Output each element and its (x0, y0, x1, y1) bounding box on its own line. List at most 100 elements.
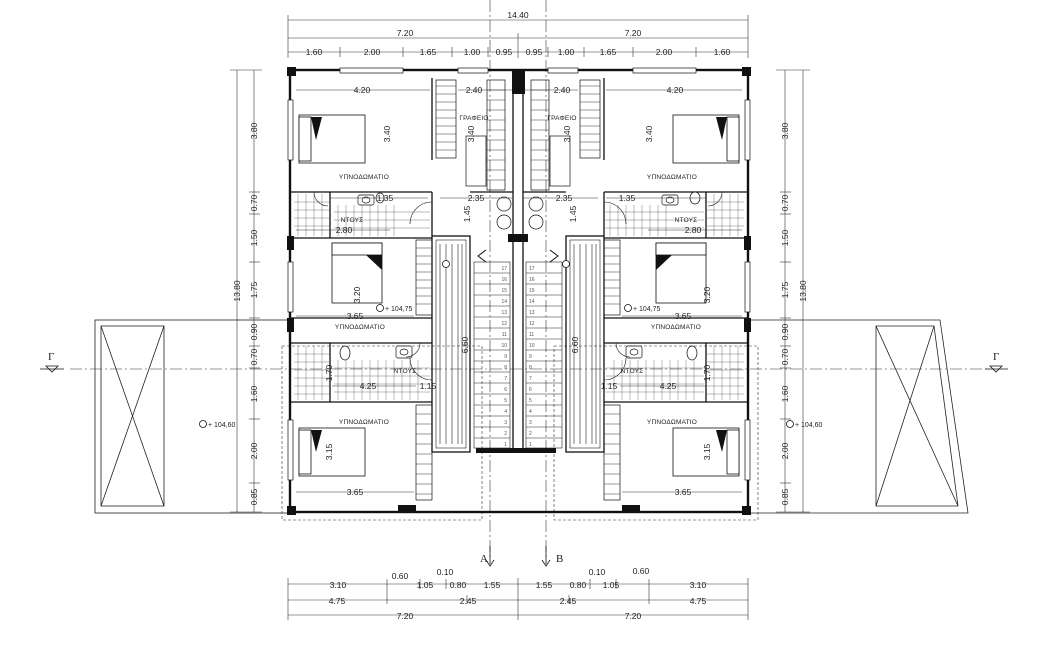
dim-bottom-row2: 2.45 (560, 596, 577, 606)
room-label-bedroom: ΥΠΝΟΔΩΜΑΤΙΟ (651, 324, 701, 331)
step-number: 5 (504, 398, 507, 404)
step-number: 14 (529, 299, 535, 305)
dim-right: 1.60 (780, 385, 790, 402)
section-mark-a: Α (480, 553, 488, 565)
level-label: + 104,60 (208, 422, 236, 429)
step-number: 12 (501, 321, 507, 327)
step-number: 1 (529, 442, 532, 448)
dim-room: 3.65 (675, 487, 692, 497)
dim-bottom-row2: 4.75 (690, 596, 707, 606)
room-label-bedroom: ΥΠΝΟΔΩΜΑΤΙΟ (339, 419, 389, 426)
dim-room: 3.40 (382, 125, 392, 142)
step-number: 5 (529, 398, 532, 404)
step-number: 15 (529, 288, 535, 294)
step-number: 6 (529, 387, 532, 393)
dim-room: 2.35 (556, 193, 573, 203)
dim-room: 1.35 (377, 193, 394, 203)
dim-bottom-row2: 4.75 (329, 596, 346, 606)
level-label: + 104,75 (633, 306, 661, 313)
dim-room: 2.40 (466, 85, 483, 95)
step-number: 15 (501, 288, 507, 294)
step-number: 16 (501, 277, 507, 283)
dim-top-seg: 1.60 (306, 47, 323, 57)
step-number: 12 (529, 321, 535, 327)
room-label-shower: ΝΤΟΥΣ (675, 217, 698, 224)
step-number: 14 (501, 299, 507, 305)
windows (287, 67, 751, 481)
left-dimensions (230, 69, 262, 513)
dim-bottom-row1: 0.80 (570, 580, 587, 590)
dim-room: 1.35 (619, 193, 636, 203)
dim-right: 0.70 (780, 194, 790, 211)
room-label-shower: ΝΤΟΥΣ (394, 368, 417, 375)
dim-room: 2.35 (468, 193, 485, 203)
dim-bottom-upper: 0.60 (392, 571, 409, 581)
level-label: + 104,75 (385, 306, 413, 313)
dim-room: 1.15 (420, 381, 437, 391)
left-terrace (94, 319, 291, 514)
top-dimension-labels: 14.40 7.20 7.20 1.60 2.00 1.65 1.00 0.95… (306, 10, 731, 57)
step-number: 11 (502, 332, 507, 338)
dim-room: 4.25 (360, 381, 377, 391)
step-number: 11 (529, 332, 534, 338)
dim-left: 0.70 (249, 348, 259, 365)
dim-top-half-right: 7.20 (625, 28, 642, 38)
dim-bottom-upper: 0.10 (589, 567, 606, 577)
step-number: 4 (529, 409, 532, 415)
room-label-bedroom: ΥΠΝΟΔΩΜΑΤΙΟ (647, 174, 697, 181)
dim-room: 3.65 (347, 487, 364, 497)
dim-right: 0.90 (780, 323, 790, 340)
dim-room: 4.20 (354, 85, 371, 95)
right-dimension-labels: 3.80 0.70 1.50 1.75 0.90 0.70 1.60 2.00 … (780, 122, 808, 505)
section-symbols (40, 365, 1008, 567)
level-labels: + 104,75 + 104,75 + 104,60 + 104,60 (208, 306, 823, 429)
dim-bottom-upper: 0.60 (633, 566, 650, 576)
dim-bottom-row1: 1.55 (484, 580, 501, 590)
section-lines (70, 0, 990, 560)
step-numbers-left: 17 16 15 14 13 12 11 10 9 8 7 6 5 4 3 2 … (501, 266, 507, 448)
dim-room: 2.80 (685, 225, 702, 235)
dim-room: 4.20 (667, 85, 684, 95)
step-number: 13 (529, 310, 535, 316)
dim-top-seg: 0.95 (526, 47, 543, 57)
room-label-bedroom: ΥΠΝΟΔΩΜΑΤΙΟ (647, 419, 697, 426)
step-number: 7 (504, 376, 507, 382)
dim-right-total: 13.80 (798, 280, 808, 302)
dim-room: 2.80 (336, 225, 353, 235)
step-number: 17 (501, 266, 507, 272)
dim-room: 3.40 (466, 125, 476, 142)
dim-bottom-row1: 1.05 (603, 580, 620, 590)
dim-stair: 6.60 (570, 336, 580, 353)
room-label-bedroom: ΥΠΝΟΔΩΜΑΤΙΟ (339, 174, 389, 181)
dim-room: 1.45 (462, 205, 472, 222)
left-dimension-labels: 3.80 0.70 1.50 1.75 0.90 0.70 1.60 2.00 … (232, 122, 259, 505)
stairs-left (435, 239, 511, 449)
dim-top-seg: 2.00 (656, 47, 673, 57)
room-label-office: ΓΡΑΦΕΙΟ (459, 115, 488, 122)
step-number: 8 (529, 365, 532, 371)
dim-top-total: 14.40 (507, 10, 529, 20)
dim-room: 3.40 (644, 125, 654, 142)
dim-room: 1.45 (568, 205, 578, 222)
step-number: 3 (504, 420, 507, 426)
room-label-bedroom: ΥΠΝΟΔΩΜΑΤΙΟ (335, 324, 385, 331)
structural-columns (287, 67, 751, 515)
dim-left: 1.50 (249, 229, 259, 246)
dim-room: 3.40 (562, 125, 572, 142)
step-number: 8 (504, 365, 507, 371)
dim-left: 1.60 (249, 385, 259, 402)
step-number: 4 (504, 409, 507, 415)
bed-covers (311, 117, 727, 452)
dim-bottom-row1: 1.05 (417, 580, 434, 590)
step-number: 10 (529, 343, 535, 349)
dim-left: 0.85 (249, 488, 259, 505)
wardrobes (415, 79, 621, 501)
dim-left: 1.75 (249, 281, 259, 298)
dim-room: 1.70 (702, 364, 712, 381)
dim-room: 3.20 (352, 286, 362, 303)
interior-walls (290, 70, 748, 453)
dim-bottom-row1: 3.10 (690, 580, 707, 590)
dim-right: 3.80 (780, 122, 790, 139)
dim-room: 3.15 (324, 443, 334, 460)
